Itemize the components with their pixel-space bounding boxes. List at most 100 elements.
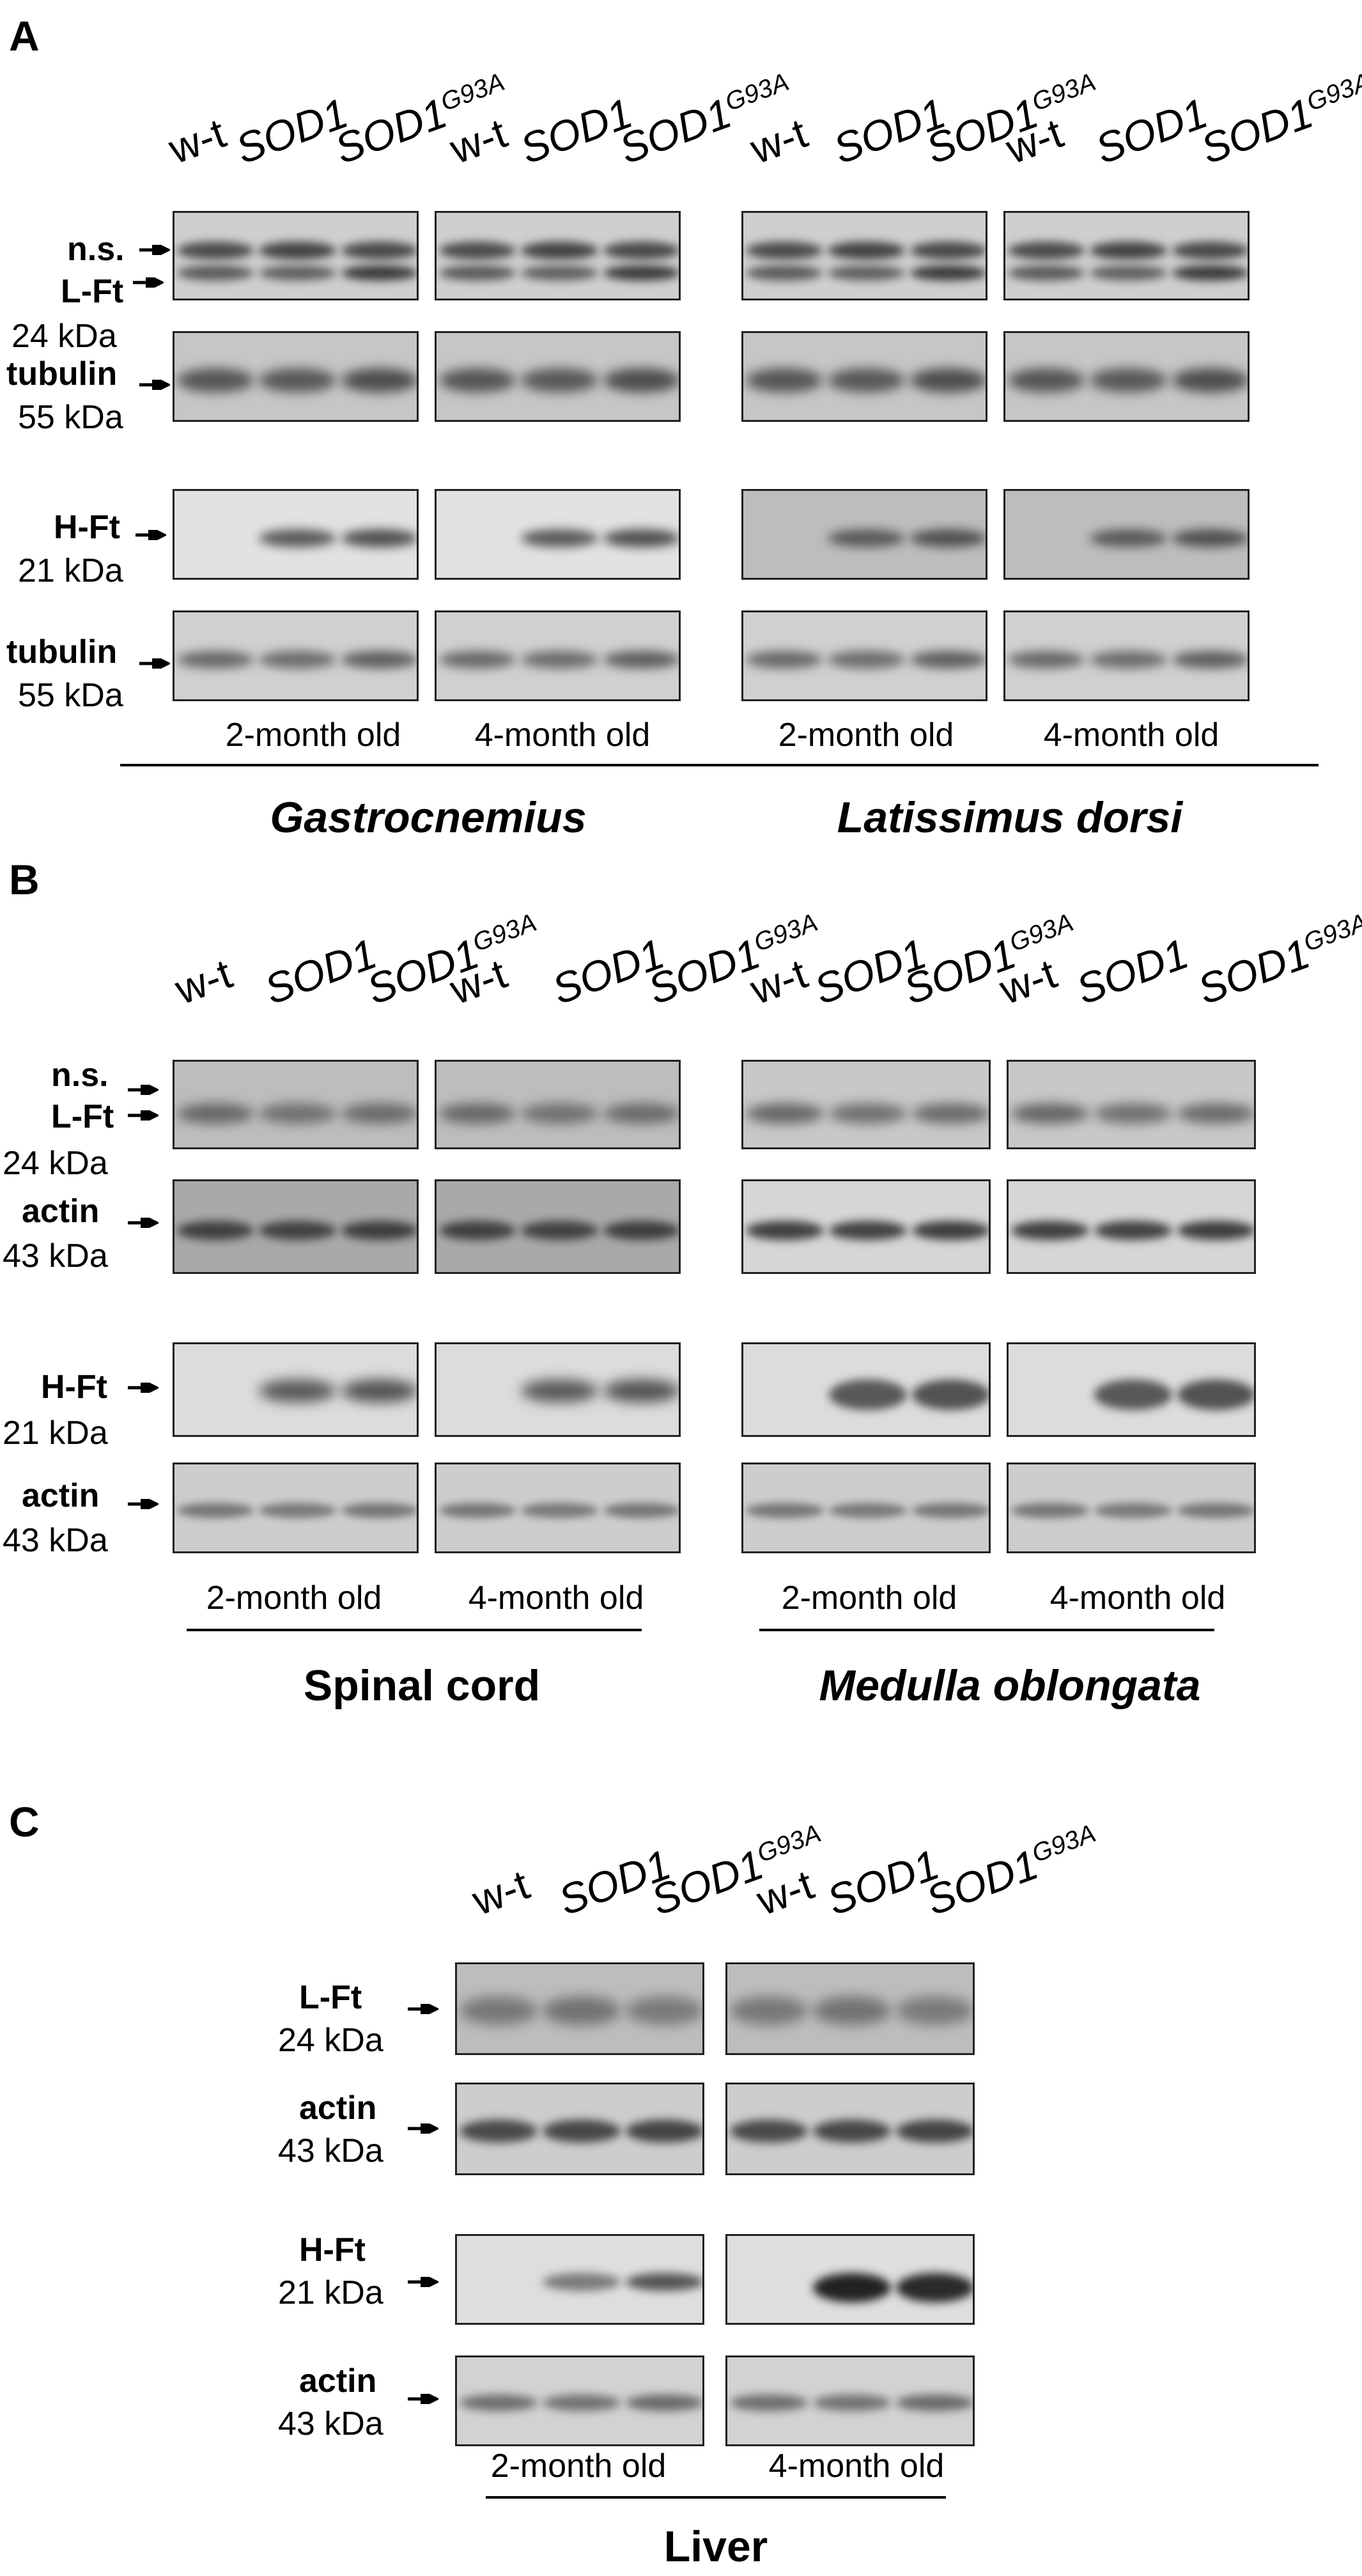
blot-band — [177, 1103, 254, 1124]
blot-band — [909, 368, 986, 392]
hft-label: H-Ft — [54, 509, 120, 546]
tubulin-label-2: tubulin — [6, 633, 118, 671]
blot-band — [521, 1103, 598, 1124]
lane-label: SOD1G93A — [1191, 908, 1362, 1014]
blot-band — [912, 1503, 989, 1518]
blot-band — [543, 2120, 621, 2143]
blot-band — [439, 368, 516, 392]
blot-band — [896, 2394, 973, 2411]
blot-band — [813, 2120, 891, 2143]
ns-label: n.s. — [51, 1057, 109, 1094]
blot-image — [741, 331, 987, 422]
blot-band — [439, 651, 516, 669]
panel-a-letter: A — [9, 12, 40, 59]
blot-image — [173, 610, 419, 701]
blot-band — [259, 242, 336, 260]
blot-image — [741, 211, 987, 300]
blot-band — [1008, 265, 1085, 281]
blot-band — [259, 1503, 336, 1518]
lane-label: SOD1 — [1070, 929, 1195, 1014]
blot-band — [829, 1221, 907, 1240]
blot-band — [341, 1503, 417, 1518]
tissue-label: Spinal cord — [303, 1661, 541, 1710]
blot-image — [741, 489, 987, 580]
blot-band — [439, 529, 516, 547]
panel-a-underline — [120, 764, 1319, 766]
lft-label: L-Ft — [51, 1098, 114, 1135]
blot-band — [1008, 651, 1085, 669]
blot-band — [626, 2120, 702, 2143]
blot-band — [1090, 368, 1167, 392]
blot-band — [603, 1221, 679, 1240]
blot-band — [460, 1996, 538, 2025]
blot-image — [725, 2234, 975, 2325]
age-label: 4-month old — [768, 2448, 945, 2485]
blot-band — [730, 2120, 808, 2143]
blot-band — [1172, 265, 1248, 281]
blot-band — [829, 1103, 907, 1124]
hft-label: H-Ft — [299, 2231, 366, 2269]
blot-band — [1094, 1503, 1172, 1518]
blot-band — [521, 651, 598, 669]
blot-image — [1003, 489, 1250, 580]
tissue-label: Gastrocnemius — [270, 793, 587, 842]
blot-band — [1172, 651, 1248, 669]
blot-image — [435, 211, 681, 300]
blot-band — [177, 1221, 254, 1240]
blot-image — [1003, 211, 1250, 300]
age-label: 4-month old — [1043, 717, 1219, 754]
blot-band — [828, 265, 905, 281]
lane-label: SOD1 — [1089, 89, 1214, 173]
tubulin-kda-label: 55 kDa — [18, 399, 123, 436]
blot-band — [813, 2273, 891, 2302]
blot-image — [173, 1463, 419, 1553]
blot-band — [259, 265, 336, 281]
actin-label: actin — [299, 2090, 377, 2127]
blot-band — [730, 2394, 808, 2411]
age-label: 2-month old — [225, 717, 401, 754]
blot-band — [543, 1996, 621, 2025]
blot-band — [746, 1103, 824, 1124]
actin-arrow-icon — [128, 1218, 159, 1228]
panel-b-underline-left — [187, 1629, 642, 1631]
actin-arrow-icon-2 — [408, 2394, 438, 2404]
blot-band — [341, 651, 417, 669]
age-label: 4-month old — [474, 717, 651, 754]
panel-c-letter: C — [9, 1798, 40, 1845]
blot-image — [455, 1962, 704, 2055]
blot-band — [896, 2273, 973, 2302]
blot-band — [912, 1379, 989, 1410]
blot-image — [1007, 1463, 1256, 1553]
blot-image — [173, 1060, 419, 1149]
blot-band — [1094, 1103, 1172, 1124]
blot-band — [439, 1379, 516, 1402]
blot-image — [435, 1060, 681, 1149]
actin-kda-label-2: 43 kDa — [278, 2405, 383, 2442]
actin-arrow-icon-2 — [128, 1499, 159, 1509]
blot-band — [177, 265, 254, 281]
blot-band — [909, 242, 986, 260]
lft-label: L-Ft — [299, 1979, 362, 2016]
blot-image — [1003, 610, 1250, 701]
blot-band — [341, 368, 417, 392]
tubulin-arrow-icon — [139, 380, 170, 390]
blot-band — [460, 2394, 538, 2411]
blot-band — [896, 1996, 973, 2025]
hft-kda-label: 21 kDa — [278, 2274, 383, 2311]
blot-band — [829, 1379, 907, 1410]
blot-band — [813, 2394, 891, 2411]
panel-c-underline — [486, 2496, 946, 2499]
blot-band — [1090, 265, 1167, 281]
actin-label-2: actin — [22, 1477, 100, 1514]
actin-kda-label: 43 kDa — [278, 2132, 383, 2169]
blot-band — [460, 2120, 538, 2143]
blot-band — [1094, 1221, 1172, 1240]
blot-image — [1007, 1342, 1256, 1437]
blot-band — [1011, 1379, 1089, 1410]
ns-arrow-icon — [139, 245, 170, 255]
blot-band — [828, 368, 905, 392]
blot-band — [746, 242, 823, 260]
lft-kda-label: 24 kDa — [3, 1145, 108, 1182]
blot-band — [1177, 1379, 1254, 1410]
lft-label: L-Ft — [61, 273, 124, 310]
